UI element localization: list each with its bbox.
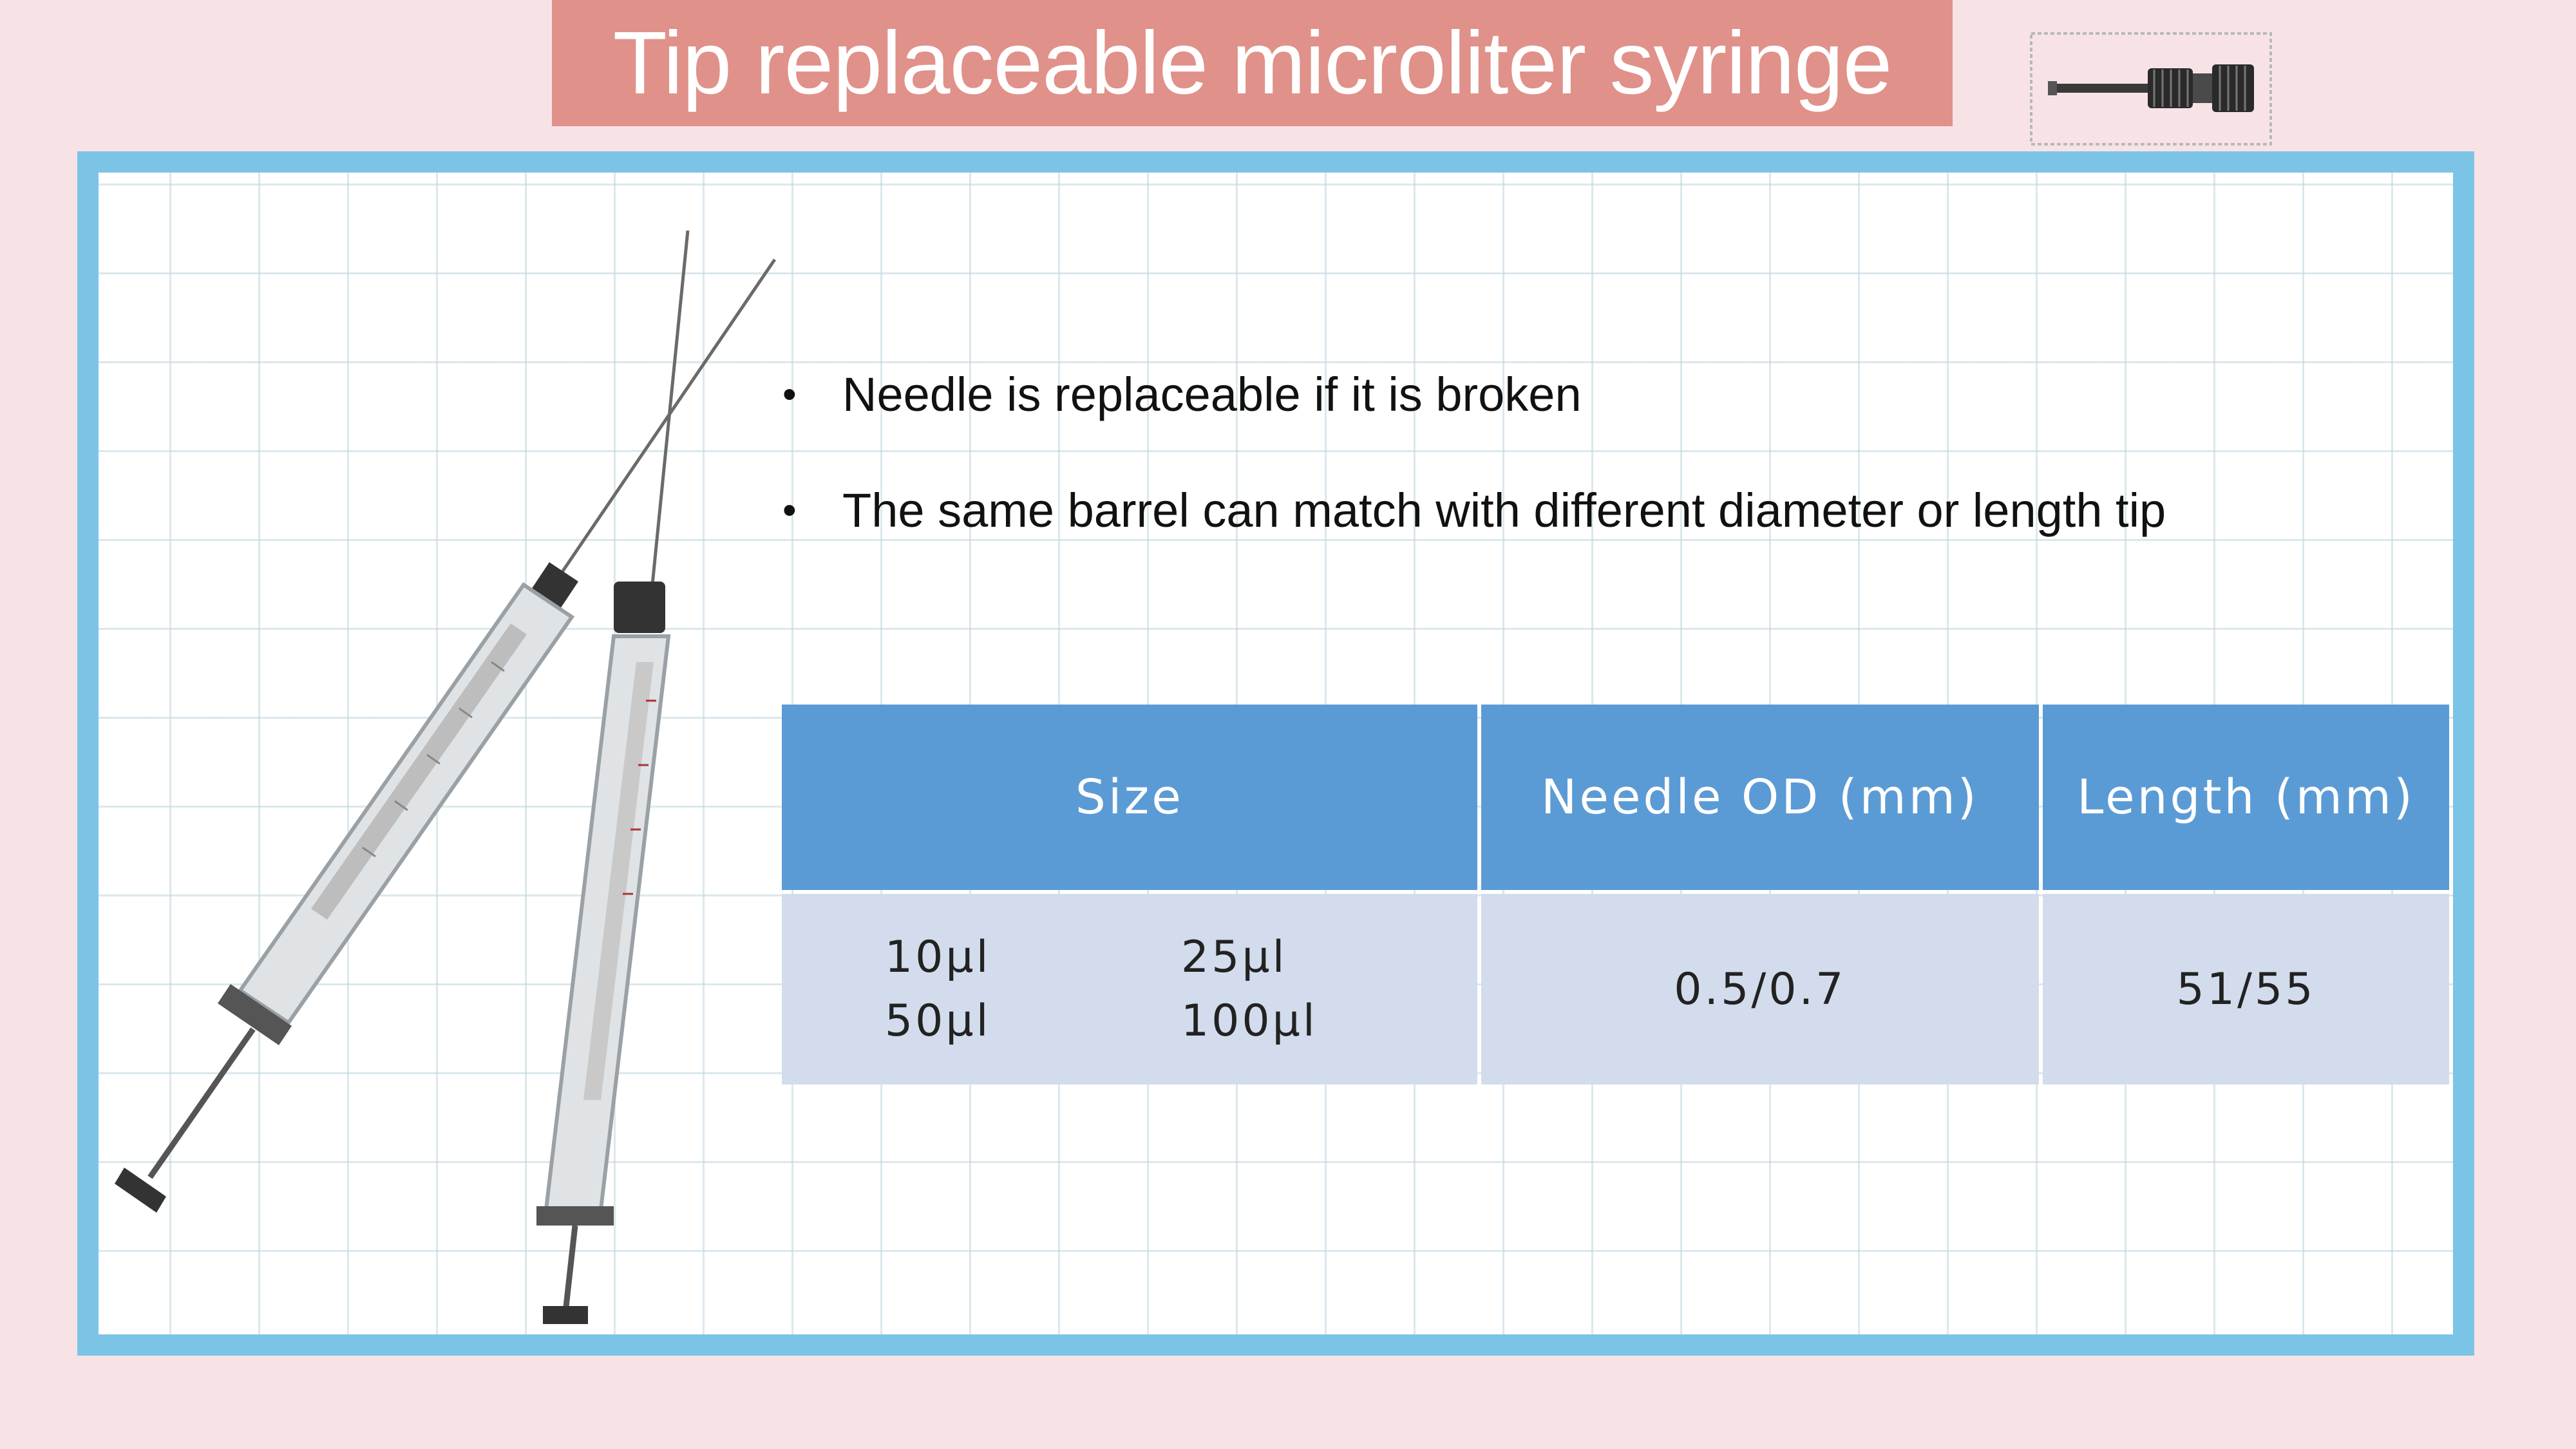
cell-sizes: 10μl 25μl 50μl 100μl (782, 894, 1477, 1084)
header-size: Size (782, 705, 1477, 890)
cell-length: 51/55 (2043, 894, 2449, 1084)
size-value: 10μl (884, 932, 991, 983)
content-frame: • Needle is replaceable if it is broken … (77, 151, 2474, 1356)
size-value: 25μl (1180, 932, 1287, 983)
bullet-text: The same barrel can match with different… (842, 484, 2166, 537)
header-needle-od: Needle OD (mm) (1481, 705, 2040, 890)
tip-needle-icon (2030, 32, 2272, 146)
table-row: 10μl 25μl 50μl 100μl 0.5/0.7 51/55 (782, 894, 2449, 1084)
list-item: • The same barrel can match with differe… (782, 484, 2166, 537)
list-item: • Needle is replaceable if it is broken (782, 368, 1582, 421)
page-title: Tip replaceable microliter syringe (612, 13, 1893, 113)
syringe-a (115, 258, 777, 1213)
table-header-row: Size Needle OD (mm) Length (mm) (782, 705, 2449, 890)
two-microliter-syringes (115, 230, 777, 1324)
bullet-text: Needle is replaceable if it is broken (842, 368, 1582, 421)
size-value: 50μl (884, 996, 991, 1046)
feature-list: • Needle is replaceable if it is broken … (781, 366, 2166, 598)
header-length: Length (mm) (2043, 705, 2449, 890)
syringe-b (536, 230, 690, 1324)
size-value: 100μl (1180, 996, 1318, 1046)
cell-needle-od: 0.5/0.7 (1481, 894, 2040, 1084)
spec-table: Size Needle OD (mm) Length (mm) 10μl 25μ… (778, 701, 2453, 1088)
title-banner: Tip replaceable microliter syringe (552, 0, 1953, 126)
